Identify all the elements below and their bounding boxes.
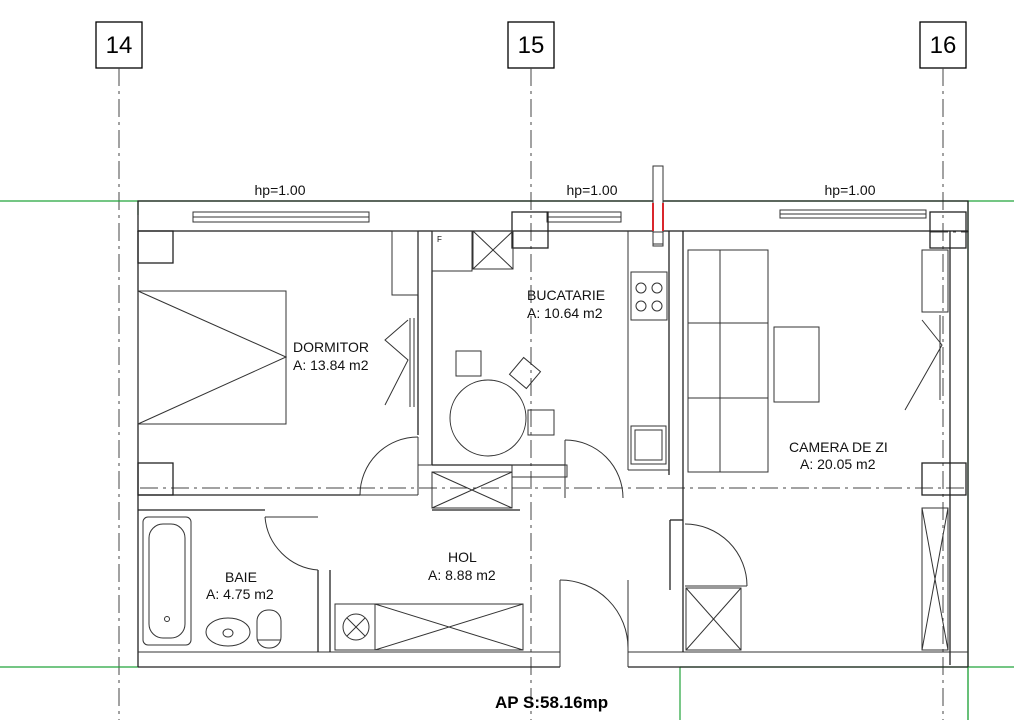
kitchen-vent-box — [472, 230, 514, 270]
sofa — [687, 249, 769, 473]
hall-cabinet — [685, 587, 742, 651]
coffee-table — [773, 326, 820, 403]
window-height-camera: hp=1.00 — [825, 182, 876, 198]
tv-stand — [921, 249, 949, 313]
dining-table — [449, 379, 527, 457]
sink — [630, 425, 667, 465]
window-height-labels: hp=1.00 hp=1.00 hp=1.00 — [255, 182, 876, 198]
grid-axis-16-label: 16 — [930, 32, 957, 59]
fridge — [431, 230, 473, 272]
room-area-hol: A: 8.88 m2 — [428, 567, 496, 583]
room-area-camera-de-zi: A: 20.05 m2 — [800, 456, 876, 472]
room-name-hol: HOL — [448, 549, 477, 565]
window-height-bucatarie: hp=1.00 — [567, 182, 618, 198]
living-furniture — [687, 249, 949, 651]
hall-furniture — [334, 587, 742, 651]
stove — [630, 271, 668, 321]
grid-axis-14-box — [95, 21, 143, 69]
window-height-dormitor: hp=1.00 — [255, 182, 306, 198]
bathroom-furniture — [142, 516, 282, 649]
kitchen-storage — [431, 471, 513, 509]
windows — [192, 209, 927, 223]
room-labels: DORMITOR A: 13.84 m2 BUCATARIE A: 10.64 … — [206, 287, 888, 602]
hall-wardrobe — [334, 603, 524, 651]
washbasin — [205, 617, 251, 647]
kitchen-furniture: F — [431, 230, 668, 509]
vent-pipe — [652, 165, 664, 247]
bed — [137, 290, 287, 425]
toilet — [256, 609, 282, 649]
chair — [455, 350, 482, 377]
grid-axis-15-box — [507, 21, 555, 69]
dormitor-furniture — [137, 290, 415, 425]
total-area: AP S:58.16mp — [495, 693, 608, 712]
room-area-baie: A: 4.75 m2 — [206, 586, 274, 602]
wardrobe-living — [921, 507, 949, 651]
doors — [264, 436, 748, 667]
chair — [527, 409, 555, 436]
grid-axis-15-label: 15 — [518, 32, 545, 59]
room-name-baie: BAIE — [225, 569, 257, 585]
room-area-bucatarie: A: 10.64 m2 — [527, 305, 603, 321]
room-name-camera-de-zi: CAMERA DE ZI — [789, 439, 888, 455]
boiler — [342, 613, 370, 641]
chair — [508, 356, 542, 390]
room-name-bucatarie: BUCATARIE — [527, 287, 605, 303]
fridge-mark: F — [437, 235, 442, 244]
grid-axis-14-label: 14 — [106, 32, 133, 59]
bathtub — [142, 516, 192, 646]
grid-axes: 14 15 16 — [95, 21, 968, 720]
room-name-dormitor: DORMITOR — [293, 339, 369, 355]
room-area-dormitor: A: 13.84 m2 — [293, 357, 369, 373]
